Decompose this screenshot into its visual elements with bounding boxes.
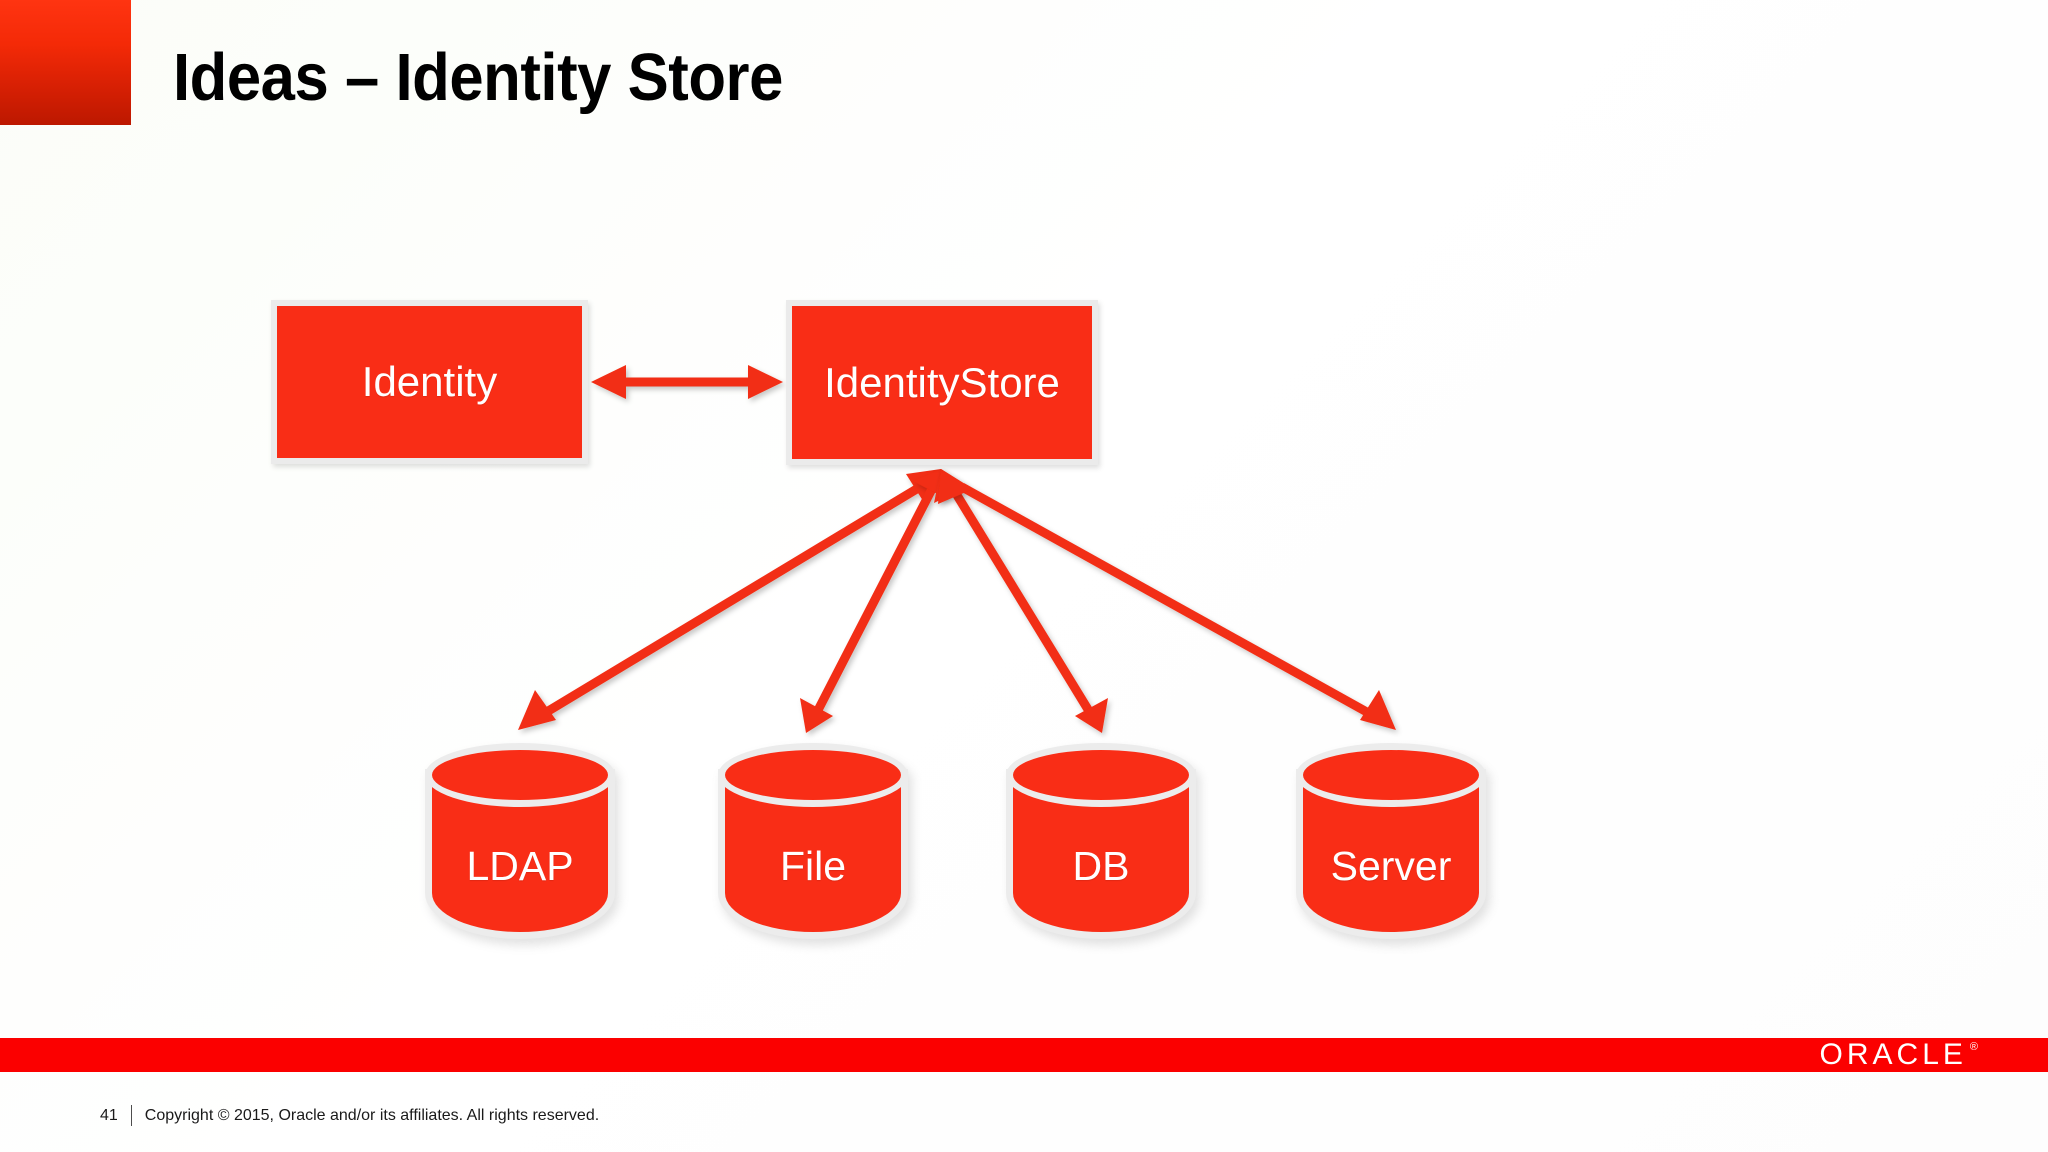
cylinder-top-ellipse bbox=[718, 743, 908, 807]
footer-bar bbox=[0, 1038, 2048, 1072]
connector-identity-identitystore bbox=[591, 365, 783, 399]
cylinder-top-ellipse bbox=[1296, 743, 1486, 807]
node-file-label: File bbox=[779, 842, 847, 889]
node-identity[interactable]: Identity bbox=[271, 300, 588, 464]
footer-text: 41 Copyright © 2015, Oracle and/or its a… bbox=[100, 1105, 599, 1126]
connector-identitystore-file bbox=[800, 469, 947, 733]
node-server-label: Server bbox=[1330, 842, 1452, 889]
copyright-text: Copyright © 2015, Oracle and/or its affi… bbox=[144, 1106, 600, 1124]
node-identity-label: Identity bbox=[361, 358, 498, 405]
connector-identitystore-server bbox=[938, 469, 1396, 730]
node-identitystore-label: IdentityStore bbox=[824, 358, 1060, 406]
oracle-trademark-icon: ® bbox=[1969, 1041, 1978, 1053]
node-db-label: DB bbox=[1072, 842, 1130, 889]
accent-block bbox=[0, 0, 131, 125]
oracle-wordmark: ORACLE bbox=[1819, 1038, 1967, 1071]
node-ldap[interactable]: LDAP bbox=[425, 743, 619, 965]
cylinder-top-ellipse bbox=[425, 743, 615, 807]
node-server[interactable]: Server bbox=[1296, 743, 1490, 965]
node-identitystore[interactable]: IdentityStore bbox=[786, 300, 1098, 465]
node-db[interactable]: DB bbox=[1006, 743, 1200, 965]
node-ldap-label: LDAP bbox=[466, 842, 574, 889]
connector-identitystore-ldap bbox=[518, 469, 941, 730]
node-file[interactable]: File bbox=[718, 743, 912, 965]
page-number: 41 bbox=[100, 1106, 118, 1124]
connector-identitystore-db bbox=[934, 469, 1108, 733]
footer-divider bbox=[130, 1105, 132, 1126]
page-title: Ideas – Identity Store bbox=[173, 40, 783, 115]
cylinder-top-ellipse bbox=[1006, 743, 1196, 807]
oracle-logo: ORACLE ® bbox=[1820, 1039, 1978, 1071]
